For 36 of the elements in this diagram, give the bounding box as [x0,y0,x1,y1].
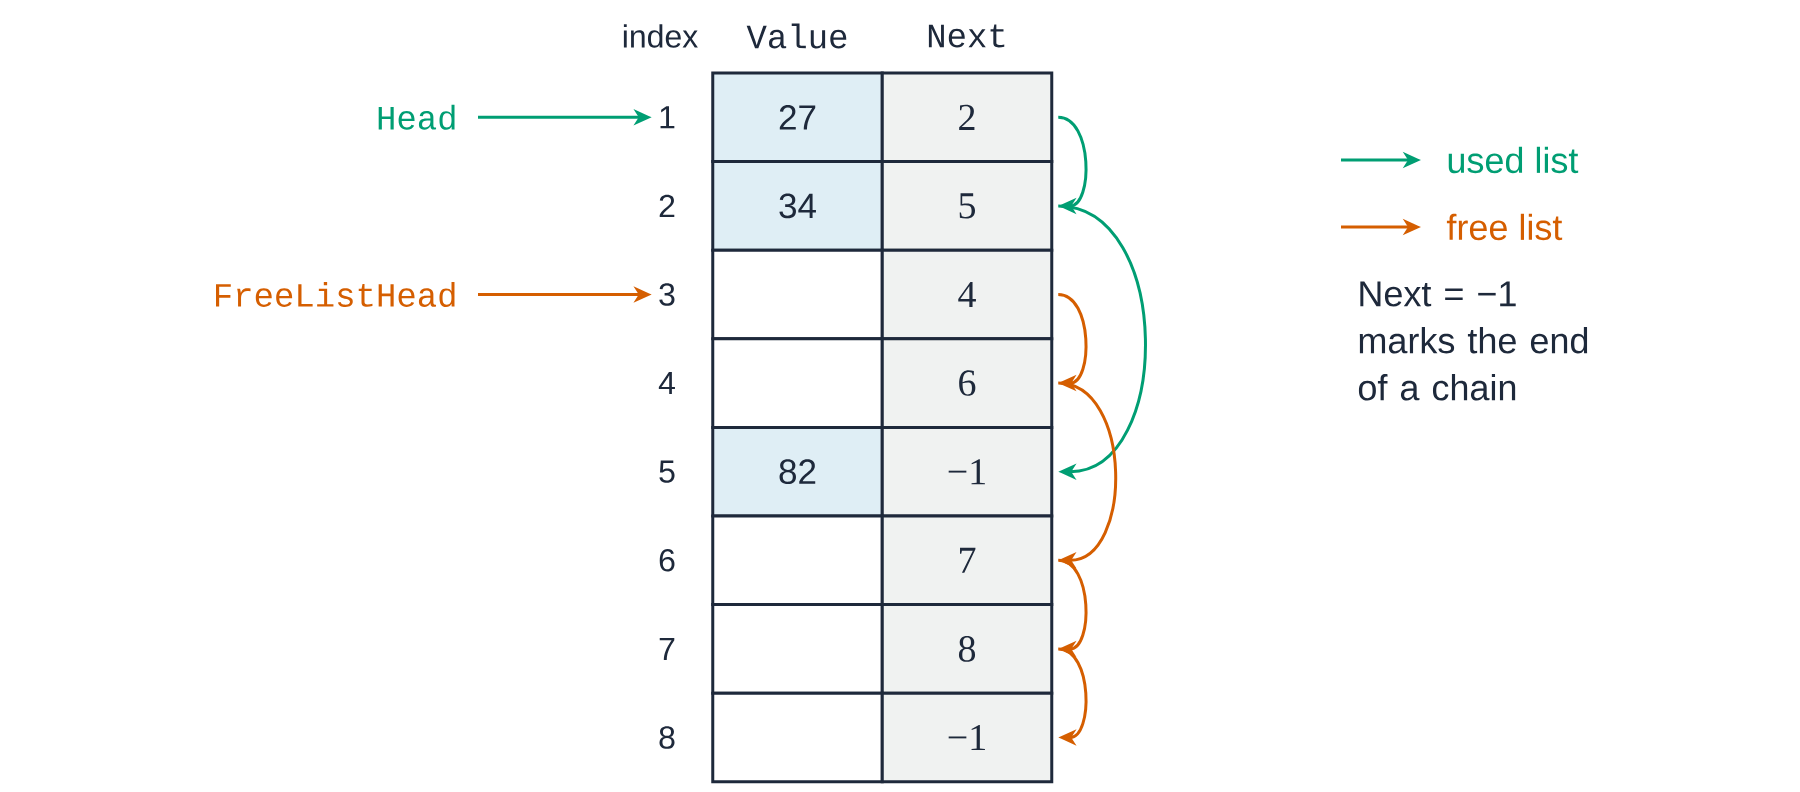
row-number: 7 [659,637,675,660]
row-number: 1 [660,106,675,129]
table-cell: 7 [880,514,1054,607]
column-header: index [623,24,698,48]
table-cell: 27 [711,71,884,164]
arrow [1057,647,1088,746]
pointer-label: Head [378,104,455,130]
column-header: Next [928,24,1005,48]
arrow [1057,558,1088,658]
column-header: Value [746,23,847,49]
legend-label: free list [1446,213,1563,241]
note-text: Next = −1 marks the end of a chain [1358,281,1588,401]
row-number: 4 [658,372,675,395]
row-number: 6 [659,549,675,572]
table-cell: −1 [880,425,1054,518]
table-cell: 2 [880,71,1054,164]
table-cell: 6 [880,337,1054,429]
row-number: 5 [659,460,675,483]
table-cell: 34 [711,160,884,252]
table-cell: 82 [711,425,884,518]
table-cell: 8 [880,603,1054,695]
arrow [1057,115,1088,215]
table-cell [711,337,884,429]
row-number: 2 [659,194,675,218]
row-number: 3 [659,283,675,306]
arrow [1057,204,1147,480]
legend-label: used list [1448,146,1579,174]
row-number: 8 [659,726,675,749]
table-cell: 4 [880,248,1054,341]
table-cell [711,603,884,695]
pointer-label: FreeListHead [216,282,455,308]
table-cell: 5 [880,160,1054,252]
arrow [1057,293,1088,392]
table-cell [711,691,884,784]
arrow [1057,381,1118,569]
table-cell: −1 [880,691,1054,784]
